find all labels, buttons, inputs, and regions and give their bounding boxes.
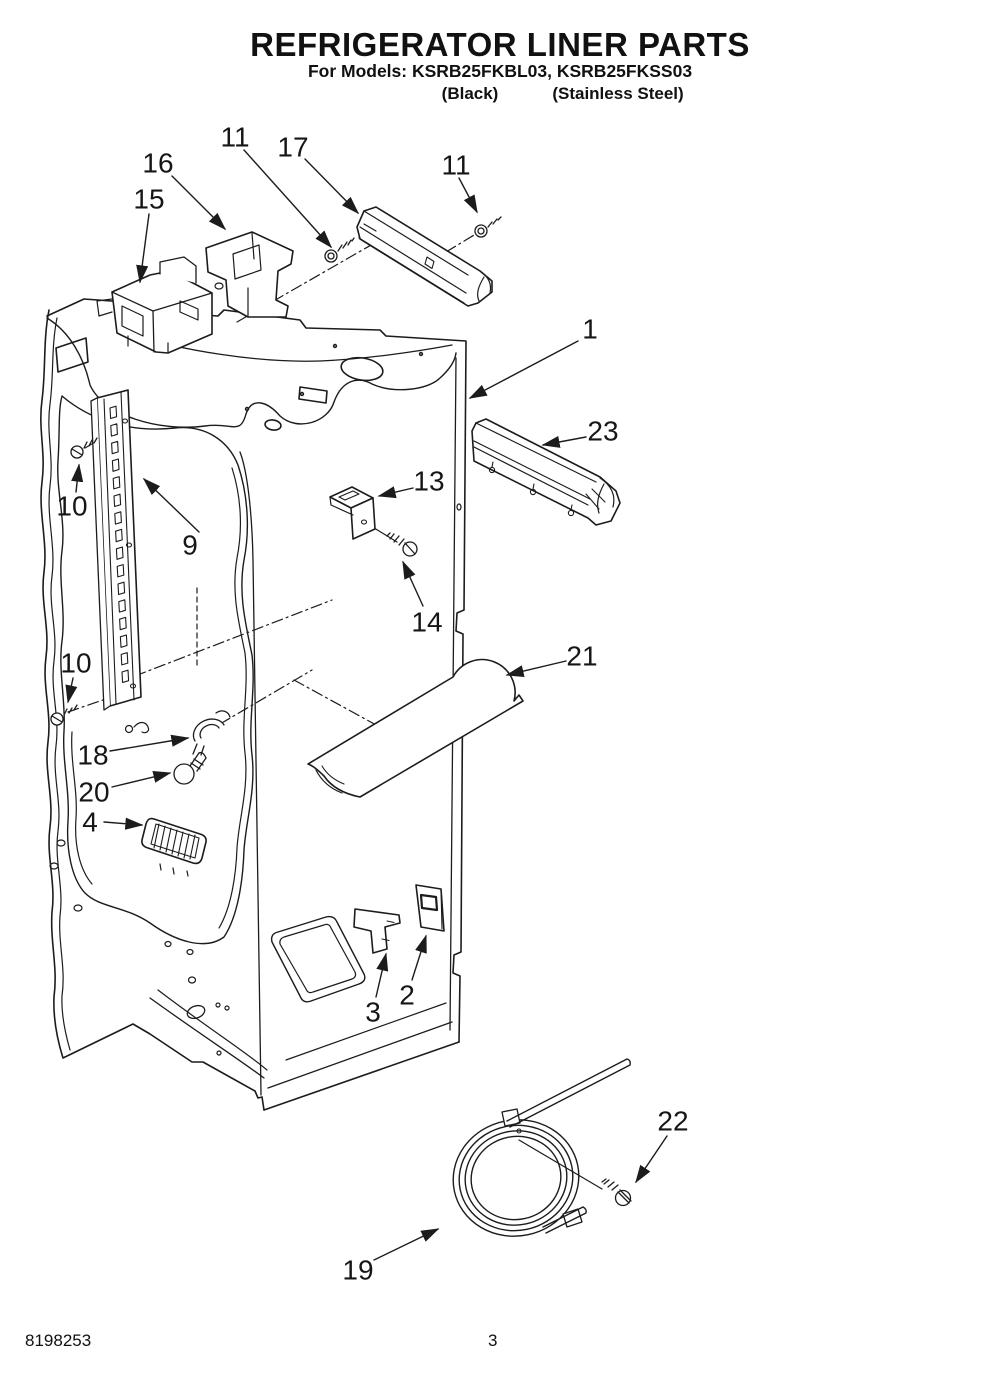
callout-number: 11 [220,122,249,153]
part-23-channel-trim [472,419,620,525]
screw-14 [387,533,417,556]
callout-leader-arrow [412,934,427,980]
callout-9-9: 9 [142,477,199,561]
callout-22-18: 22 [635,1106,689,1184]
callout-18-12: 18 [77,734,190,771]
callout-number: 4 [82,807,98,838]
callout-number: 21 [566,641,597,672]
callout-2-17: 2 [399,934,427,1011]
callout-leader-arrow [244,150,333,249]
callout-3-16: 3 [365,952,389,1028]
finish-label-black: (Black) [441,84,499,103]
callout-number: 23 [587,416,618,447]
part-4-vent-grille [142,819,206,876]
callout-13-7: 13 [377,466,445,499]
callout-number: 15 [133,184,164,215]
callout-number: 11 [441,150,470,181]
callout-20-13: 20 [78,771,172,808]
callout-11-2: 11 [220,122,333,249]
screw-10-bottom [51,705,77,725]
screw-11-left [325,238,354,262]
callout-leader-arrow [459,178,478,214]
callout-4-14: 4 [82,807,144,838]
callout-leader-arrow [374,1229,440,1260]
document-number: 8198253 [25,1331,92,1350]
callout-number: 10 [56,491,87,522]
callout-leader-arrow [104,817,144,830]
callout-number: 2 [399,980,415,1011]
callout-leader-arrow [110,734,190,751]
part-18-lamp-socket [126,711,231,755]
part-21-duct-cover [308,660,523,797]
part-9-shelf-track [91,390,141,710]
callout-leader-arrow [376,952,389,997]
callout-leader-arrow [635,1136,667,1184]
callout-number: 22 [657,1106,688,1137]
page-number: 3 [488,1331,498,1350]
callout-leader-arrow [142,477,199,532]
callout-19-19: 19 [342,1229,440,1286]
callout-number: 10 [60,648,91,679]
screw-11-right [475,217,501,237]
callout-leader-arrow [377,486,413,499]
callout-17-3: 17 [277,132,360,215]
callout-number: 14 [411,607,442,638]
callout-11-4: 11 [441,150,478,214]
callout-16-0: 16 [142,148,227,231]
part-16-bracket [206,232,293,317]
callout-number: 20 [78,777,109,808]
callout-leader-arrow [403,560,423,606]
callout-leader-arrow [305,159,360,215]
callout-leader-arrow [172,176,227,231]
part-3-bracket [354,909,400,953]
callout-number: 3 [365,997,381,1028]
page-title: REFRIGERATOR LINER PARTS [250,26,750,63]
callout-leader-arrow [112,771,172,787]
callout-leader-arrow [65,678,78,704]
part-17-rail [357,207,492,306]
callout-number: 18 [77,740,108,771]
callout-leader-arrow [71,463,84,492]
screw-22 [602,1179,631,1206]
part-20-light-bulb [174,753,206,784]
callout-leader-arrow [468,341,578,399]
part-19-water-line-coil [442,1059,630,1248]
callout-1-5: 1 [468,314,598,399]
callout-number: 17 [277,132,308,163]
callout-15-1: 15 [133,184,165,284]
callout-21-15: 21 [505,641,598,678]
callout-number: 13 [413,466,444,497]
construction-lines [68,229,602,1189]
callout-10-10: 10 [56,463,88,522]
part-2-bracket [416,885,444,931]
screw-10-top [71,438,97,458]
callout-number: 19 [342,1255,373,1286]
callout-number: 9 [182,530,198,561]
callout-leader-arrow [136,214,149,284]
callout-10-11: 10 [60,648,92,704]
callout-number: 1 [582,314,598,345]
callout-leader-arrow [541,435,586,448]
models-line: For Models: KSRB25FKBL03, KSRB25FKSS03 [307,61,693,81]
part-13-bracket [330,487,375,539]
callout-23-6: 23 [541,416,619,448]
part-15-housing [97,257,212,353]
callout-number: 16 [142,148,173,179]
finish-label-stainless: (Stainless Steel) [552,84,684,103]
callout-leader-arrow [505,661,566,678]
callout-14-8: 14 [403,560,443,638]
